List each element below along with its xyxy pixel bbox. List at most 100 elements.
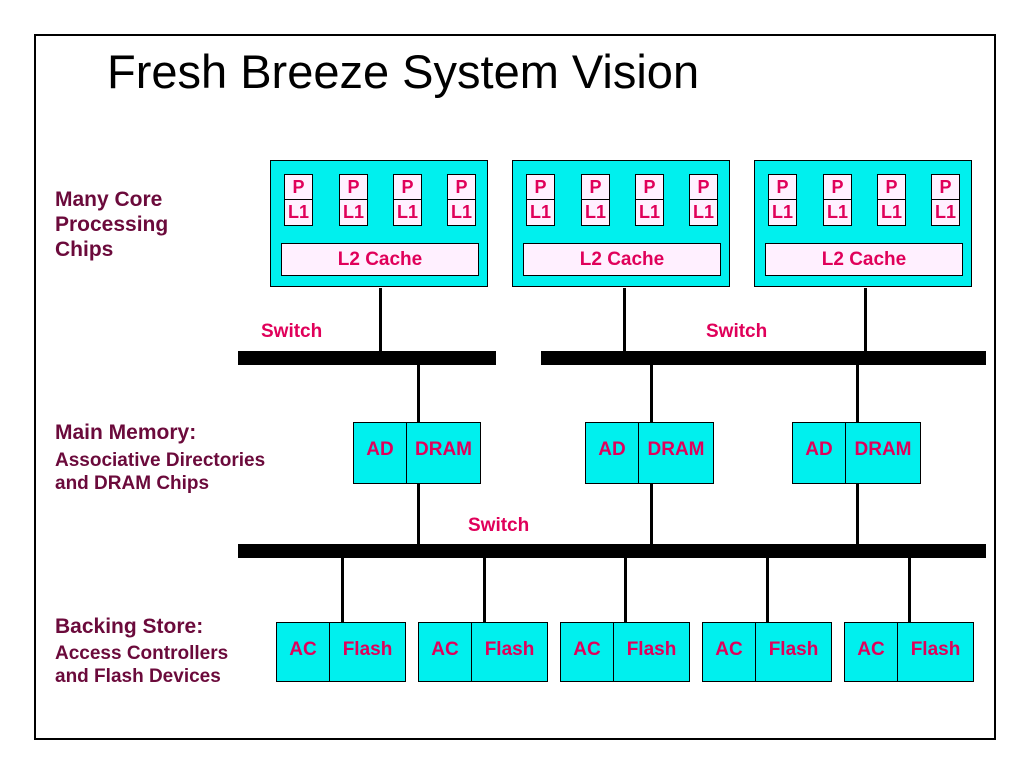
chips-label-line-3: Chips — [55, 238, 114, 262]
chips-label: Many Core Processing Chips — [55, 187, 168, 263]
l1-cache-cell: L1 — [689, 200, 718, 226]
flash-device: Flash — [471, 623, 547, 681]
processor-cell: P — [447, 174, 476, 200]
wire-store-5 — [908, 558, 911, 624]
l1-cache-cell: L1 — [339, 200, 368, 226]
memory-desc-line-1: Associative Directories — [55, 450, 266, 471]
chips-label-line-2: Processing — [55, 213, 169, 237]
processor-cell: P — [931, 174, 960, 200]
access-controller: AC — [715, 639, 743, 660]
access-controller: AC — [857, 639, 885, 660]
page-title: Fresh Breeze System Vision — [107, 45, 700, 98]
memory-label-desc: Associative Directories and DRAM Chips — [55, 450, 265, 496]
l1-cache-cell: L1 — [768, 200, 797, 226]
processor-cell: P — [823, 174, 852, 200]
wire-mem-1-top — [417, 365, 420, 423]
processor-cell: P — [768, 174, 797, 200]
l1-cache-cell: L1 — [823, 200, 852, 226]
flash-device: Flash — [897, 623, 973, 681]
l2-cache: L2 Cache — [523, 243, 721, 276]
processor-cell: P — [689, 174, 718, 200]
switch-label-right: Switch — [706, 321, 768, 342]
flash-device: Flash — [613, 623, 689, 681]
l1-cache-cell: L1 — [877, 200, 906, 226]
backing-label-title: Backing Store: — [55, 615, 204, 638]
processor-cell: P — [581, 174, 610, 200]
wire-mem-3-top — [856, 365, 859, 423]
l1-cache-cell: L1 — [931, 200, 960, 226]
associative-directory: AD — [598, 439, 626, 460]
backing-desc-line-1: Access Controllers — [55, 643, 229, 664]
l1-cache-cell: L1 — [581, 200, 610, 226]
l1-cache-cell: L1 — [635, 200, 664, 226]
switch-bus-left — [238, 351, 496, 365]
processor-cell: P — [635, 174, 664, 200]
storage-module: AC Flash — [276, 622, 406, 682]
flash-device: Flash — [755, 623, 831, 681]
backing-desc-line-2: and Flash Devices — [55, 665, 221, 687]
switch-bus-right — [541, 351, 986, 365]
access-controller: AC — [289, 639, 317, 660]
access-controller: AC — [573, 639, 601, 660]
memory-module: AD DRAM — [353, 422, 481, 484]
l1-cache-cell: L1 — [526, 200, 555, 226]
storage-module: AC Flash — [560, 622, 690, 682]
l2-cache: L2 Cache — [281, 243, 479, 276]
processor-cell: P — [339, 174, 368, 200]
wire-store-1 — [341, 558, 344, 624]
storage-module: AC Flash — [418, 622, 548, 682]
chips-label-line-1: Many Core — [55, 188, 163, 211]
associative-directory: AD — [805, 439, 833, 460]
switch-label-lower: Switch — [468, 515, 530, 536]
l1-cache-cell: L1 — [393, 200, 422, 226]
backing-label-desc: Access Controllers and Flash Devices — [55, 643, 228, 689]
wire-mem-1-bottom — [417, 483, 420, 544]
slide-frame — [34, 34, 996, 740]
storage-module: AC Flash — [844, 622, 974, 682]
l1-cache-cell: L1 — [447, 200, 476, 226]
wire-store-2 — [483, 558, 486, 624]
l1-cache-cell: L1 — [284, 200, 313, 226]
wire-chip-2 — [623, 288, 626, 351]
processor-cell: P — [526, 174, 555, 200]
access-controller: AC — [431, 639, 459, 660]
storage-module: AC Flash — [702, 622, 832, 682]
flash-device: Flash — [329, 623, 405, 681]
processor-cell: P — [393, 174, 422, 200]
wire-mem-2-bottom — [650, 483, 653, 544]
wire-store-3 — [624, 558, 627, 624]
memory-desc-line-2: and DRAM Chips — [55, 472, 210, 494]
memory-module: AD DRAM — [585, 422, 714, 484]
dram-chip: DRAM — [638, 423, 713, 483]
wire-mem-3-bottom — [856, 483, 859, 544]
associative-directory: AD — [366, 439, 394, 460]
dram-chip: DRAM — [845, 423, 920, 483]
wire-mem-2-top — [650, 365, 653, 423]
memory-module: AD DRAM — [792, 422, 921, 484]
wire-chip-3 — [864, 288, 867, 351]
memory-label-title: Main Memory: — [55, 421, 197, 444]
l2-cache: L2 Cache — [765, 243, 963, 276]
wire-store-4 — [766, 558, 769, 624]
wire-chip-1 — [379, 288, 382, 351]
switch-label-left: Switch — [261, 321, 323, 342]
processor-cell: P — [284, 174, 313, 200]
switch-bus-lower — [238, 544, 986, 558]
dram-chip: DRAM — [406, 423, 480, 483]
processor-cell: P — [877, 174, 906, 200]
